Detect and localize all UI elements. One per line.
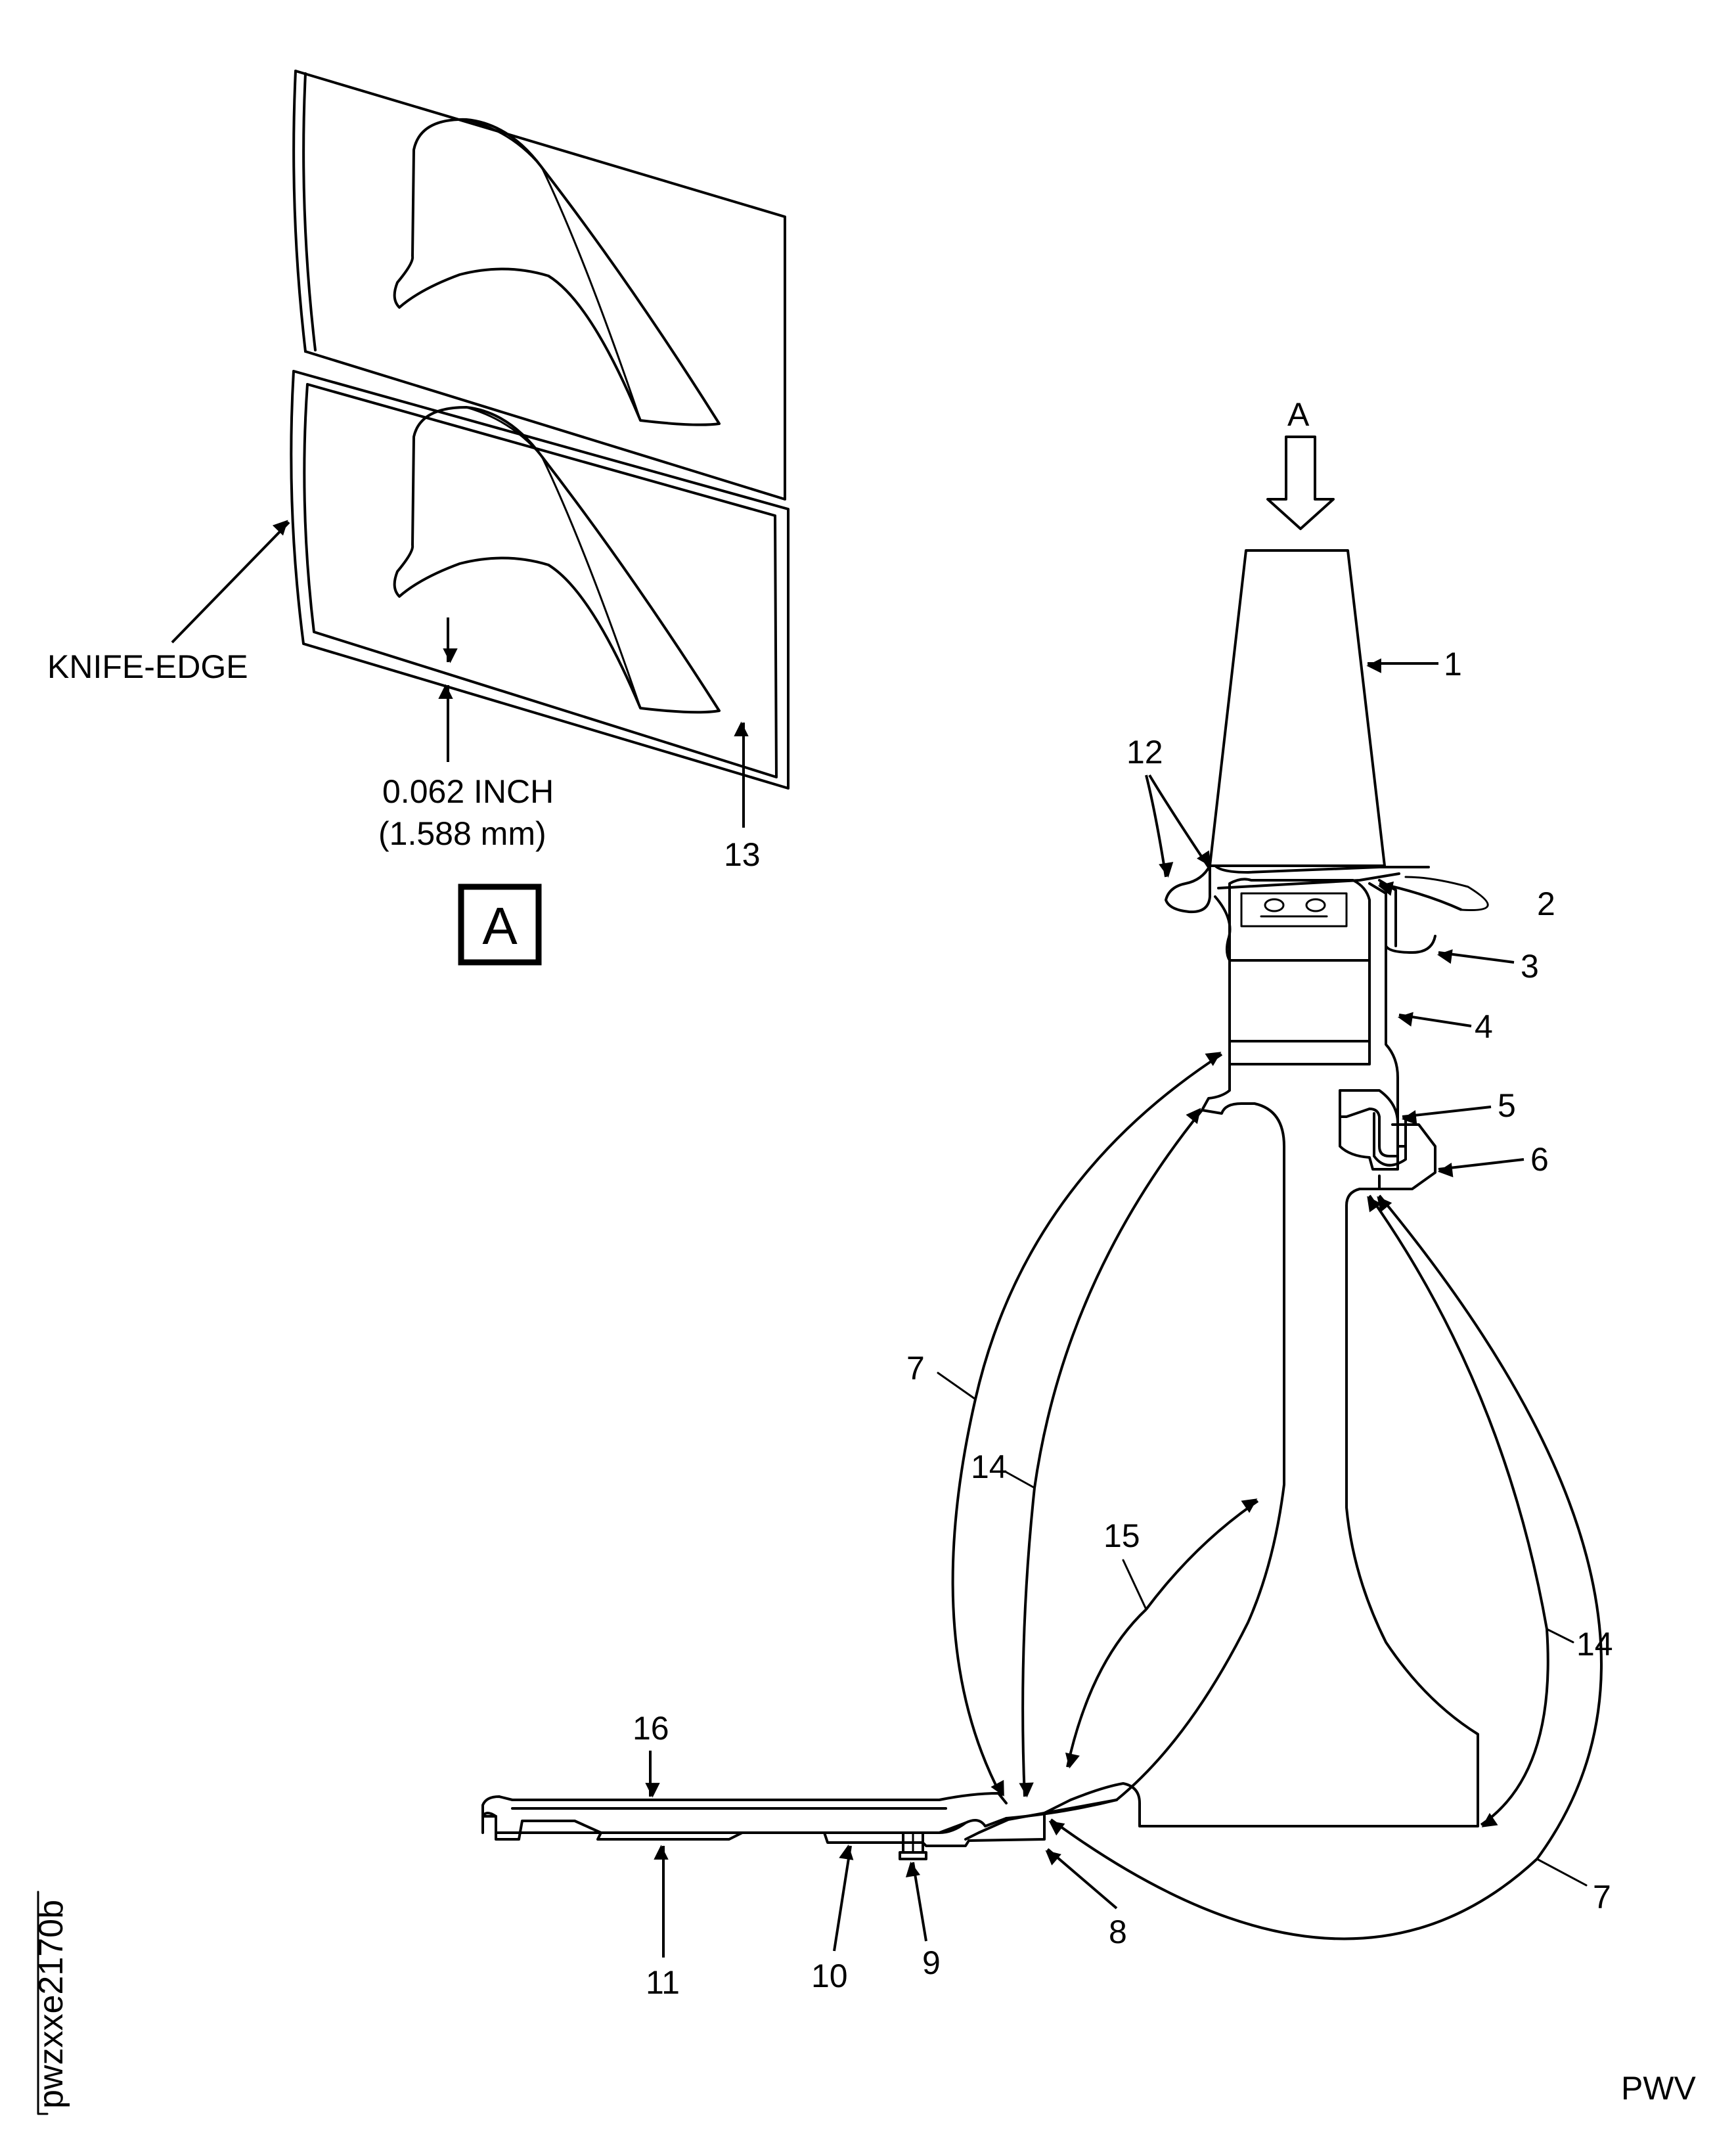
- callout-4-leader: [1397, 1012, 1472, 1027]
- view-arrow-letter: A: [1287, 396, 1310, 433]
- disk-web-right: [1069, 1188, 1479, 1827]
- callout-12-leader-b: [1148, 774, 1211, 868]
- callout-6-leader: [1437, 1158, 1525, 1178]
- callout-12-leader-a: [1145, 774, 1174, 878]
- callout-7-right: 7: [1593, 1879, 1611, 1915]
- callout-5-leader: [1401, 1106, 1492, 1125]
- callout-15-leader-a: [1145, 1498, 1259, 1611]
- disk-arm-lower: [481, 1799, 1072, 1847]
- callout-10: 10: [811, 1958, 848, 1994]
- callout-9-leader: [905, 1862, 927, 1942]
- callout-14-right-leader-a: [1367, 1194, 1548, 1630]
- callout-12: 12: [1126, 734, 1163, 771]
- disk-web-left: [1115, 1063, 1285, 1801]
- callout-7-left-leader-a: [974, 1052, 1223, 1400]
- disk-arm-upper: [964, 1799, 1118, 1841]
- callout-11: 11: [646, 1964, 680, 2001]
- view-a-box: [458, 884, 542, 966]
- callout-3: 3: [1521, 948, 1539, 985]
- callout-10-leader: [833, 1844, 854, 1952]
- rotor-band: [1228, 959, 1371, 1065]
- lower-panel: [290, 370, 790, 790]
- bolt: [899, 1831, 927, 1860]
- dimension-mm: (1.588 mm): [378, 815, 546, 852]
- blade-platform: [1165, 864, 1211, 914]
- callout-8-leader: [1045, 1848, 1118, 1910]
- callout-6: 6: [1530, 1141, 1549, 1178]
- callout-14-right: 14: [1576, 1626, 1613, 1663]
- callout-7-left-leader-b: [951, 1399, 1004, 1797]
- airfoil-upper: [393, 118, 721, 426]
- callout-14-left: 14: [971, 1448, 1008, 1485]
- callout-14-left-leader-b: [1019, 1487, 1036, 1798]
- rivet-left: [1264, 898, 1285, 912]
- callout-1: 1: [1444, 646, 1462, 683]
- upper-panel: [292, 70, 786, 501]
- callout-15-leader-b: [1065, 1608, 1147, 1769]
- callout-3-leader: [1437, 949, 1515, 964]
- callout-2: 2: [1537, 885, 1555, 922]
- callout-13: 13: [724, 836, 761, 873]
- main-section-view: A: [481, 396, 1613, 2001]
- rivet-right: [1305, 898, 1326, 912]
- callout-15: 15: [1103, 1517, 1140, 1554]
- callout-4: 4: [1475, 1008, 1493, 1045]
- seal-hook: [1339, 1089, 1399, 1157]
- callout-14-left-leader-a: [1033, 1108, 1203, 1489]
- callout-7-right-leader-b: [1048, 1818, 1538, 1940]
- corner-code: PWV: [1621, 2070, 1697, 2107]
- callout-16: 16: [633, 1710, 669, 1747]
- dimension-inch: 0.062 INCH: [382, 773, 554, 810]
- knife-edge-leader: [171, 520, 290, 644]
- view-arrow: [1266, 436, 1335, 530]
- callout-7-right-leader-a: [1377, 1194, 1603, 1860]
- blade-root: [1228, 878, 1371, 962]
- view-a-detail: KNIFE-EDGE 0.062 INCH (1.588 mm) 13 A: [47, 70, 790, 966]
- callout-5: 5: [1498, 1087, 1516, 1124]
- seal-clip: [1373, 1112, 1407, 1167]
- callout-8: 8: [1109, 1914, 1127, 1950]
- callout-2-leader: [1377, 881, 1462, 911]
- figure-id-bracket: [37, 1891, 49, 2115]
- callout-14-right-leader-b: [1480, 1628, 1549, 1827]
- view-a-letter: A: [482, 897, 518, 955]
- callout-7-left: 7: [906, 1350, 925, 1387]
- arm-shaft: [481, 1792, 1008, 1834]
- callout-9: 9: [922, 1944, 941, 1981]
- arm-shaft-top: [938, 1822, 967, 1834]
- knife-edge-label: KNIFE-EDGE: [47, 648, 248, 685]
- blade: [1209, 549, 1386, 867]
